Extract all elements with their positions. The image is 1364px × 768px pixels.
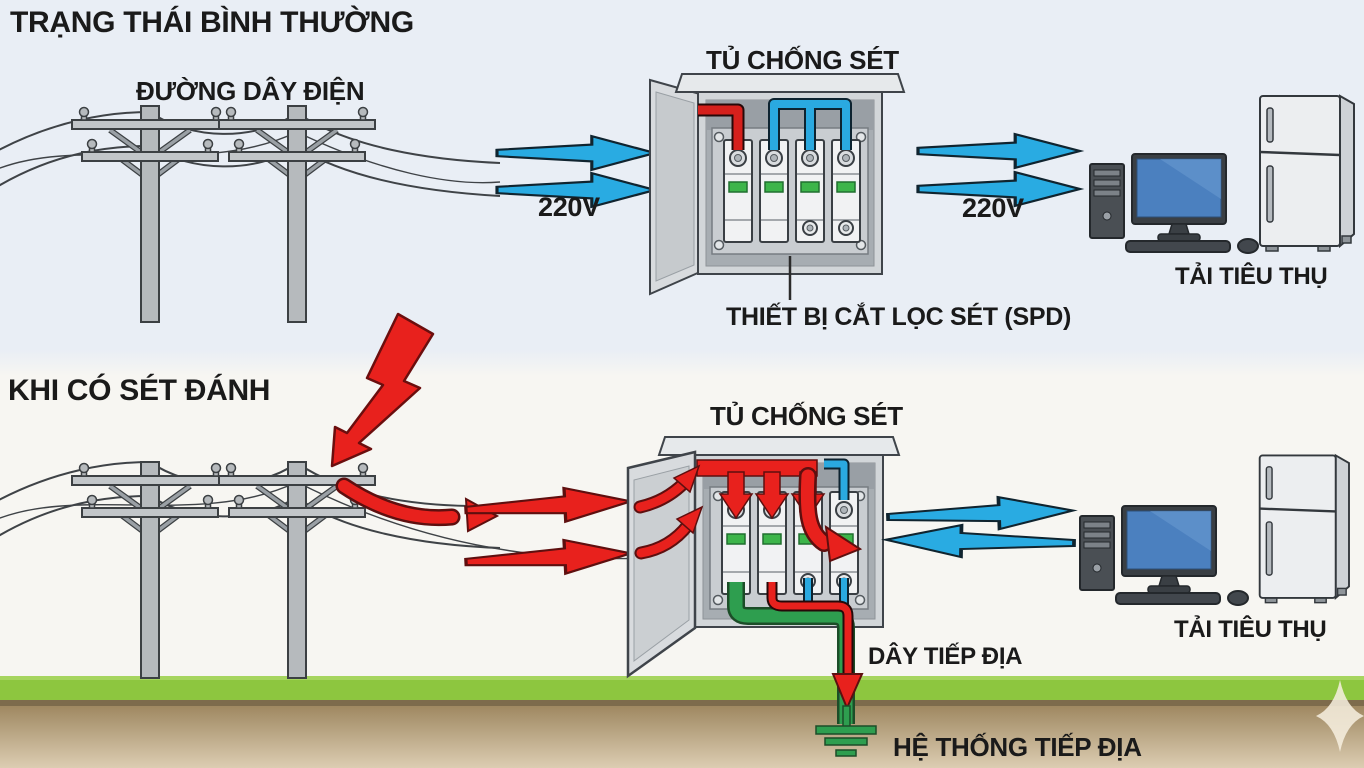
lightning-bolt-icon	[330, 312, 435, 468]
ground-system-label: HỆ THỐNG TIẾP ĐỊA	[893, 732, 1142, 762]
surge-cabinet-bottom-icon	[657, 436, 901, 628]
neutral-stub-blue	[805, 578, 847, 604]
spd-module-icon	[759, 139, 789, 243]
lightning-state-title: KHI CÓ SÉT ĐÁNH	[8, 374, 271, 407]
ground-wire	[727, 582, 864, 724]
normal-state-title: TRẠNG THÁI BÌNH THƯỜNG	[10, 6, 414, 39]
module-bottom-screws	[802, 220, 854, 236]
surge-cabinet-top-icon	[649, 73, 906, 296]
load-label-bottom: TẢI TIÊU THỤ	[1174, 616, 1327, 643]
output-voltage-label: 220V	[962, 193, 1024, 223]
sparkle-watermark-icon	[1316, 680, 1364, 752]
spd-module-icon	[723, 139, 753, 243]
power-line-label: ĐƯỜNG DÂY ĐIỆN	[136, 76, 365, 106]
surge-door-arrow-icon	[633, 464, 701, 514]
grass-strip	[0, 676, 1364, 702]
section-divider-band	[0, 350, 1364, 376]
phase-wire-red	[698, 103, 745, 150]
soil-band	[0, 706, 1364, 768]
neutral-wires-blue	[768, 98, 852, 150]
surge-down-arrow-icon	[718, 471, 754, 520]
surge-diverted-arrow	[798, 467, 863, 563]
ground-wire-label: DÂY TIẾP ĐỊA	[868, 643, 1023, 670]
soil-edge	[0, 700, 1364, 706]
fridge-icon	[1258, 454, 1351, 604]
cabinet-door-open	[626, 450, 704, 679]
fridge-icon	[1258, 94, 1356, 253]
spd-device-label: THIẾT BỊ CẮT LỌC SÉT (SPD)	[726, 303, 1071, 331]
input-voltage-label: 220V	[538, 192, 600, 222]
cabinet-label-bottom: TỦ CHỐNG SÉT	[710, 401, 903, 431]
surge-down-arrow-icon	[754, 471, 790, 520]
ground-symbol-icon	[815, 705, 877, 757]
load-label-top: TẢI TIÊU THỤ	[1175, 263, 1328, 290]
surge-bus-red	[696, 459, 818, 477]
neutral-wire-blue	[824, 460, 848, 500]
surge-door-arrow-icon	[634, 505, 704, 560]
surge-to-ground-arrow-icon	[831, 673, 864, 711]
cabinet-label-top: TỦ CHỐNG SÉT	[706, 45, 899, 75]
